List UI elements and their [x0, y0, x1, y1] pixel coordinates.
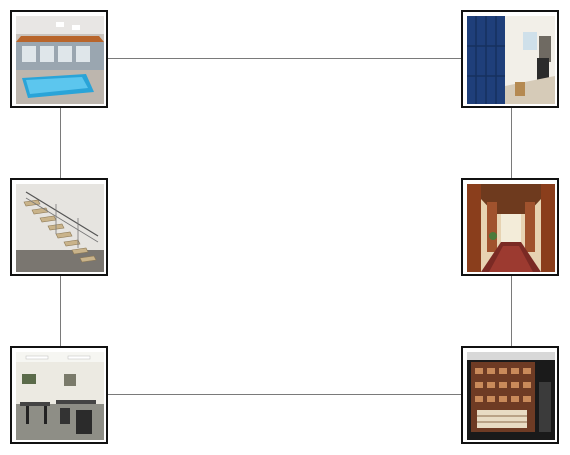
- connector-pool-stairs: [60, 108, 61, 178]
- connector-lounge-wine-cellar: [108, 394, 462, 395]
- locker-room-photo: [467, 16, 555, 104]
- wine-cellar-photo: [467, 352, 555, 440]
- connector-lockers-hallway: [511, 108, 512, 178]
- lounge-room-photo: [16, 352, 104, 440]
- staircase-photo: [16, 184, 104, 272]
- node-wine-cellar[interactable]: [461, 346, 559, 444]
- connector-pool-lockers: [108, 58, 462, 59]
- node-pool[interactable]: [10, 10, 108, 108]
- node-stairs[interactable]: [10, 178, 108, 276]
- node-hallway[interactable]: [461, 178, 559, 276]
- node-lockers[interactable]: [461, 10, 559, 108]
- wood-hallway-photo: [467, 184, 555, 272]
- indoor-pool-photo: [16, 16, 104, 104]
- connector-hallway-wine-cellar: [511, 276, 512, 346]
- connector-stairs-lounge: [60, 276, 61, 346]
- node-lounge[interactable]: [10, 346, 108, 444]
